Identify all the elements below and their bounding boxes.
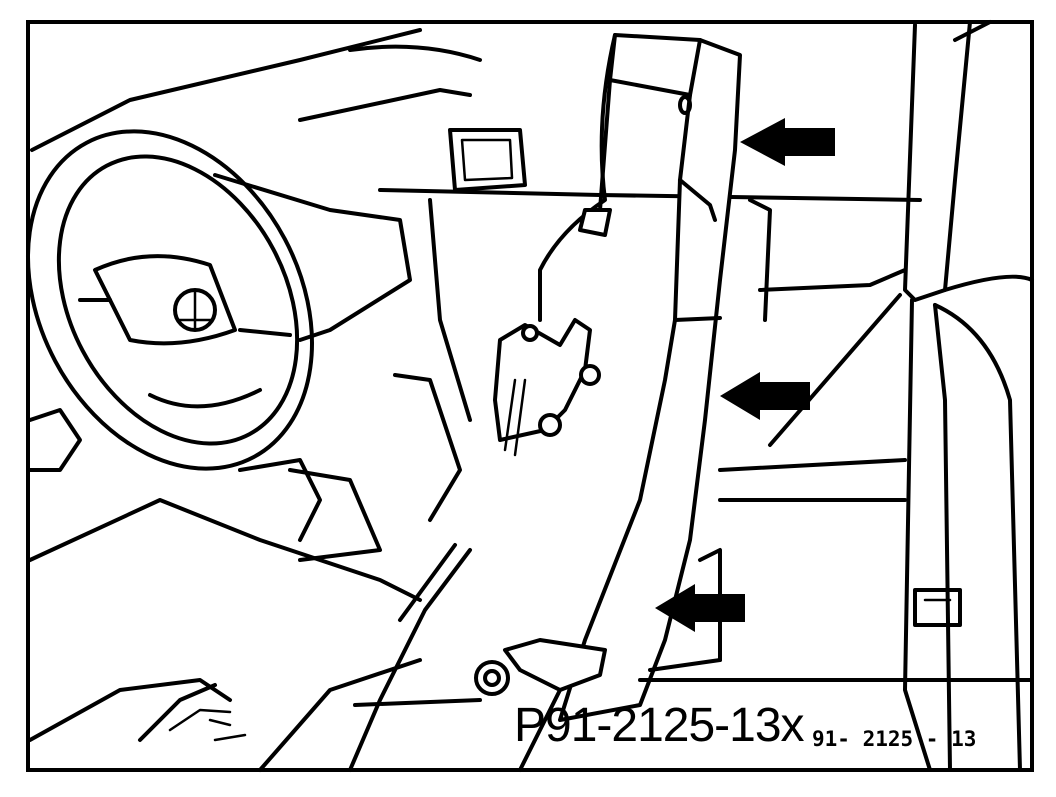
figure-id-label: P91-2125-13x <box>514 699 805 752</box>
a-pillar-trim <box>538 33 742 722</box>
lower-mount <box>348 543 722 772</box>
figure-number-label: 91- 2125 - 13 <box>812 727 977 751</box>
steering-wheel <box>26 129 314 471</box>
arrow-lower <box>655 584 745 632</box>
dashboard <box>28 28 922 602</box>
door-frame <box>718 20 1034 772</box>
arrow-upper <box>740 118 835 166</box>
arrow-middle <box>720 372 810 420</box>
belt-bracket <box>493 318 601 457</box>
footwell <box>28 658 482 772</box>
figure-frame <box>26 20 1034 772</box>
